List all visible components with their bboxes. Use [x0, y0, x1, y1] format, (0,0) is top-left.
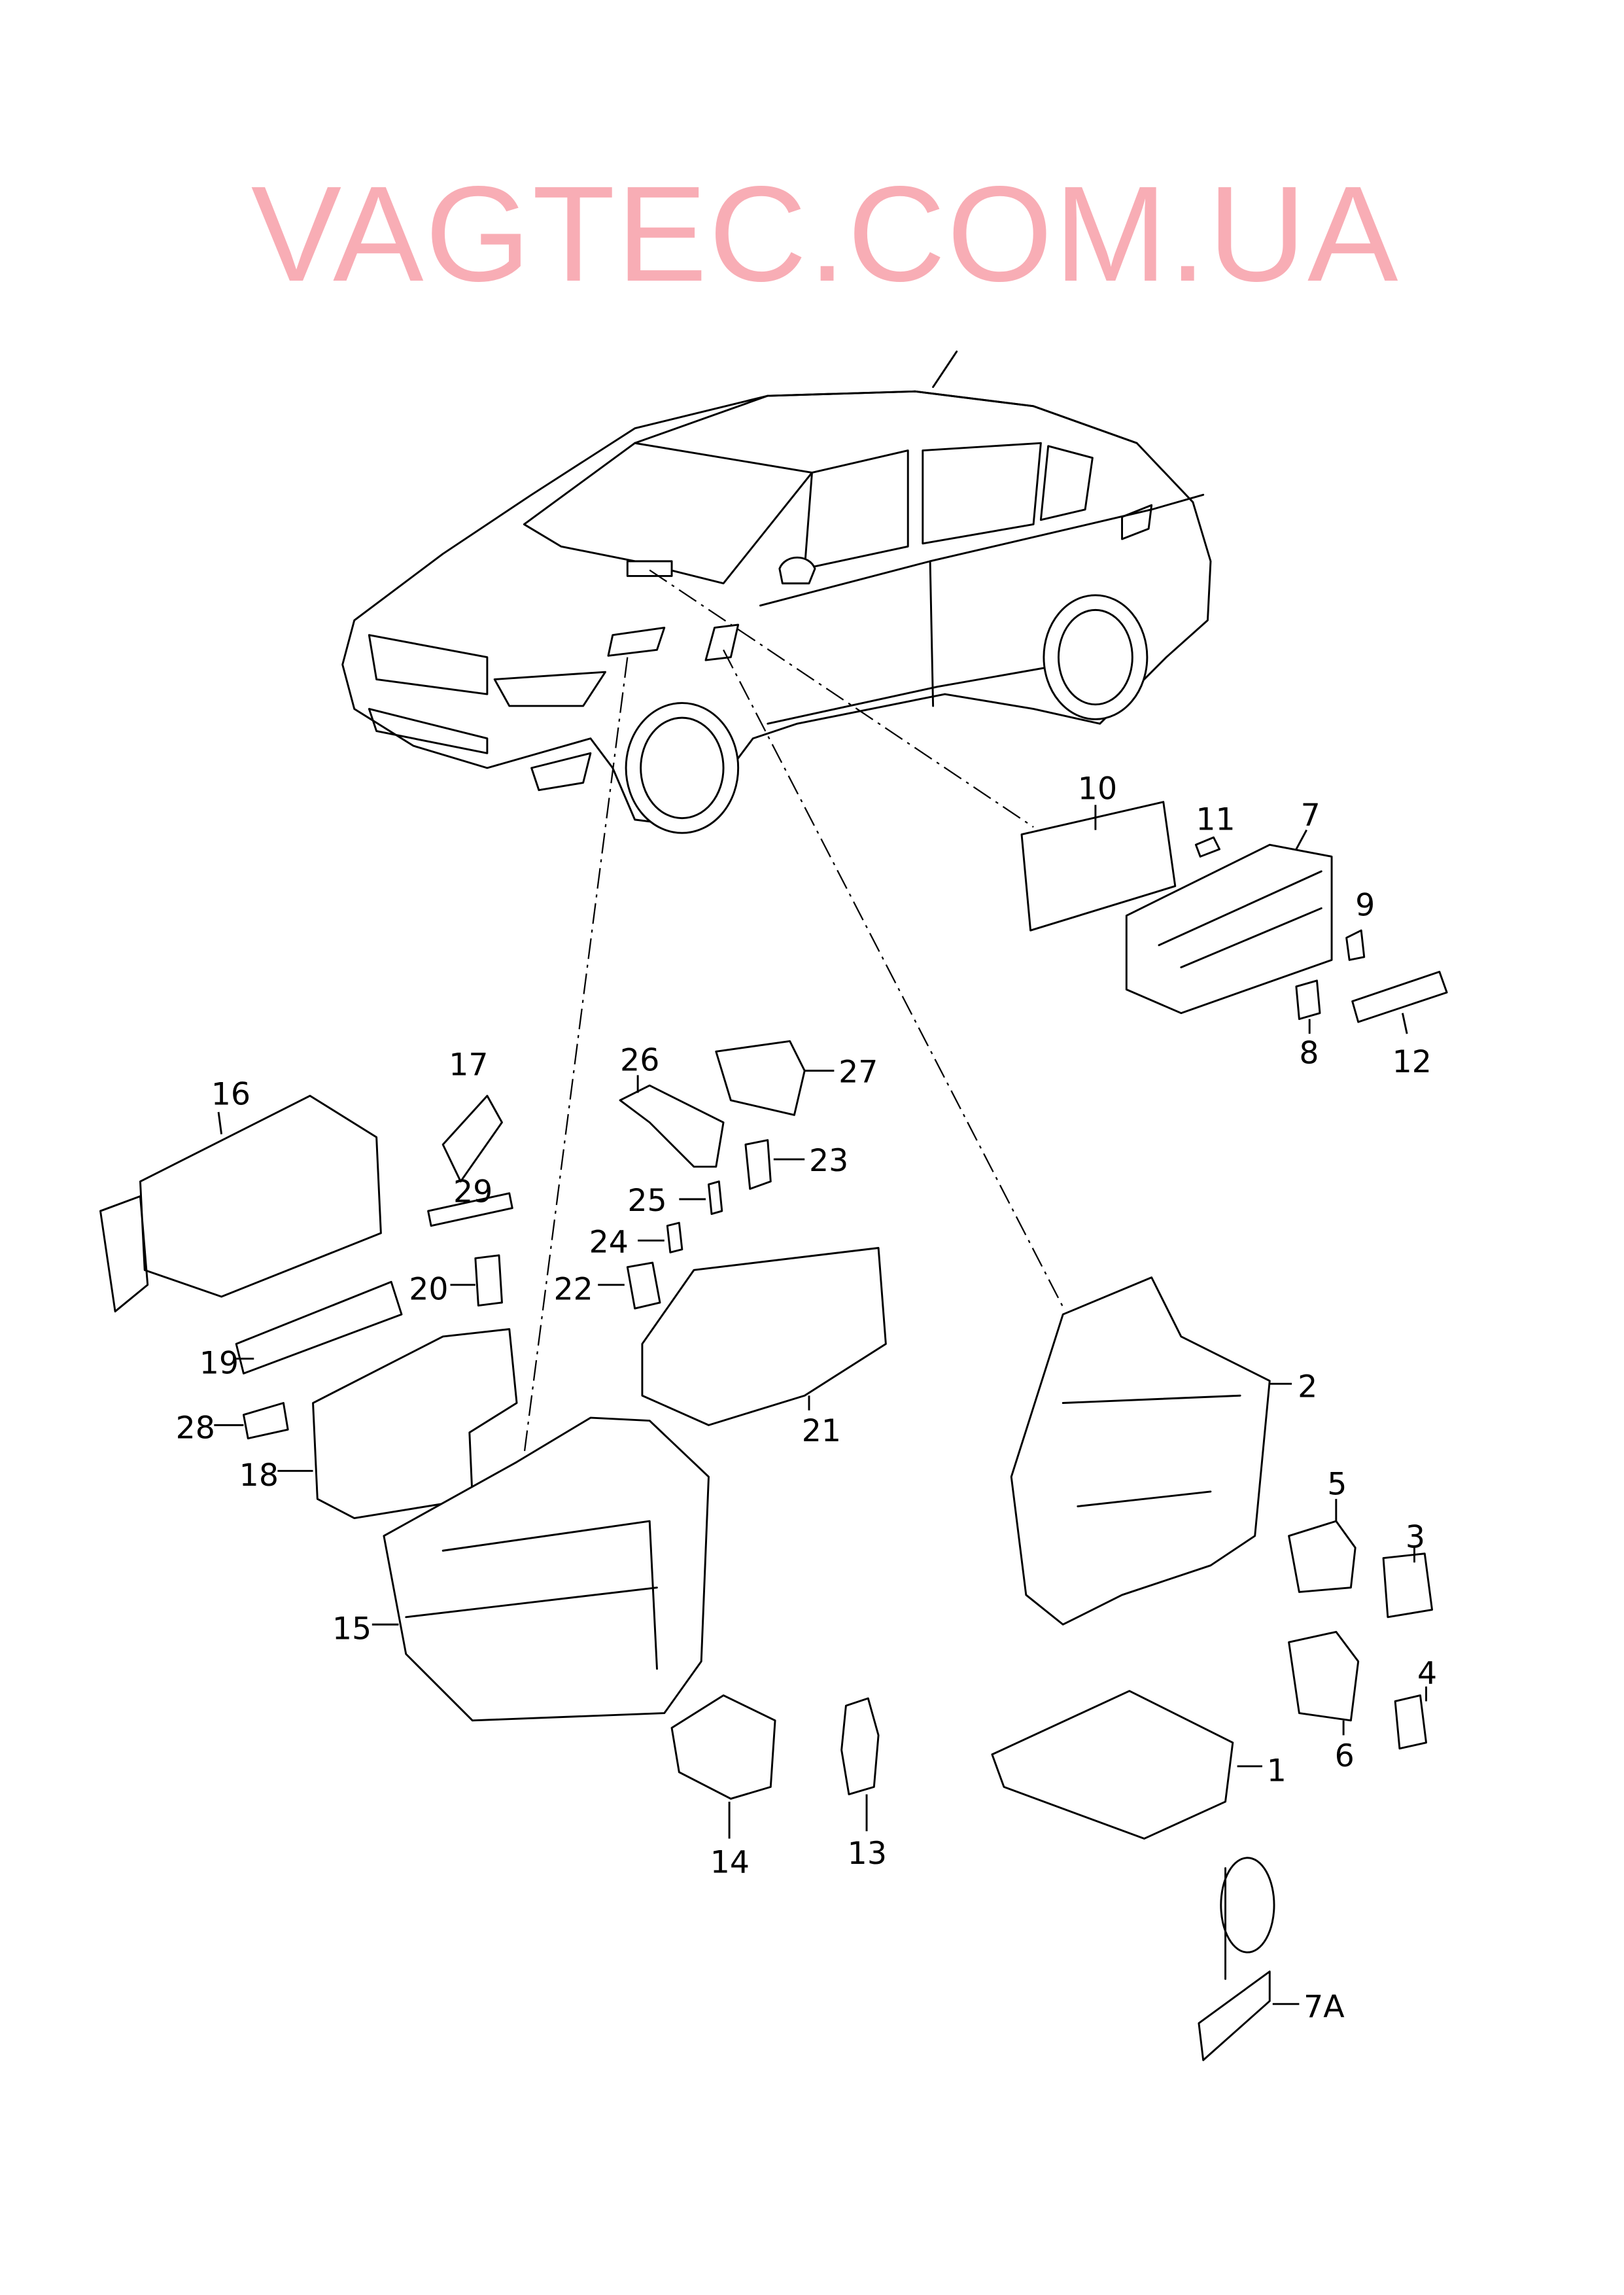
part-7a-wire-loop	[1220, 1857, 1275, 1953]
part-1-module	[991, 1690, 1234, 1840]
label-7: 7	[1301, 797, 1321, 833]
part-2-bracket	[1010, 1276, 1271, 1626]
part-3	[1382, 1552, 1434, 1619]
car-illustration	[341, 350, 1212, 834]
part-labels: 10 11 7 9 8 12 17 16 26 27 23 29 25 24 2…	[176, 771, 1438, 2025]
label-20: 20	[409, 1271, 448, 1307]
part-10-cover	[1020, 801, 1177, 932]
leader-lines	[214, 805, 1427, 2005]
label-7a: 7A	[1304, 1989, 1345, 2025]
part-18	[312, 1328, 518, 1520]
part-21-fuse-box	[641, 1247, 887, 1426]
label-28: 28	[176, 1410, 215, 1446]
label-2: 2	[1298, 1369, 1317, 1405]
part-20	[474, 1254, 503, 1306]
reference-lines	[523, 569, 1064, 1455]
part-9	[1345, 929, 1366, 961]
part-15-box	[383, 1416, 710, 1722]
label-15: 15	[332, 1611, 371, 1647]
part-11-screw	[1194, 836, 1220, 858]
label-14: 14	[710, 1844, 750, 1880]
part-22	[626, 1261, 661, 1310]
label-17: 17	[449, 1047, 488, 1083]
label-4: 4	[1417, 1655, 1437, 1691]
part-25	[708, 1180, 723, 1216]
label-29: 29	[453, 1174, 492, 1210]
part-12	[1351, 970, 1448, 1023]
label-24: 24	[589, 1224, 629, 1260]
label-9: 9	[1355, 888, 1375, 924]
part-4	[1394, 1694, 1427, 1750]
label-13: 13	[848, 1836, 887, 1872]
parts	[99, 801, 1448, 2061]
label-19: 19	[199, 1345, 239, 1381]
label-18: 18	[239, 1458, 279, 1494]
label-25: 25	[627, 1183, 666, 1219]
label-21: 21	[802, 1413, 841, 1449]
label-22: 22	[553, 1271, 593, 1307]
part-23	[744, 1139, 772, 1190]
label-27: 27	[838, 1055, 878, 1091]
label-11: 11	[1196, 802, 1235, 838]
part-27	[715, 1040, 806, 1116]
part-28	[242, 1402, 289, 1440]
label-5: 5	[1327, 1466, 1347, 1502]
label-23: 23	[809, 1143, 848, 1179]
part-13	[840, 1697, 880, 1796]
label-3: 3	[1406, 1520, 1425, 1556]
part-24	[666, 1221, 683, 1253]
label-12: 12	[1392, 1044, 1432, 1080]
label-10: 10	[1078, 771, 1117, 807]
part-7-fuse-carrier	[1125, 843, 1333, 1015]
watermark: VAGTEC.COM.UA	[251, 158, 1400, 310]
part-19	[235, 1280, 403, 1375]
part-5	[1288, 1520, 1356, 1593]
part-6	[1288, 1630, 1360, 1722]
label-26: 26	[620, 1043, 659, 1079]
part-16-cover	[99, 1095, 382, 1313]
part-14	[670, 1694, 776, 1800]
part-26	[619, 1084, 725, 1168]
part-17	[441, 1095, 503, 1183]
label-16: 16	[211, 1077, 251, 1113]
part-7a-terminal-strip	[1198, 1971, 1271, 2061]
label-8: 8	[1299, 1035, 1319, 1071]
label-1: 1	[1267, 1753, 1287, 1789]
label-6: 6	[1335, 1738, 1355, 1774]
part-29	[427, 1192, 513, 1227]
part-8	[1295, 979, 1321, 1021]
